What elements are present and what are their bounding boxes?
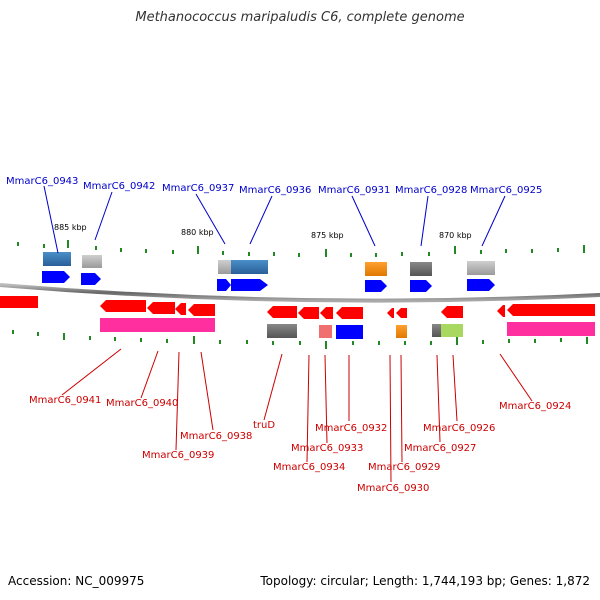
forward-feature-blocks: [43, 252, 495, 276]
gene-label-mmarc6-0928[interactable]: MmarC6_0928: [395, 185, 467, 196]
reverse-feature-blocks: [100, 318, 595, 339]
bottom-tick-marks: [12, 330, 588, 349]
gene-label-mmarc6-0940[interactable]: MmarC6_0940: [106, 398, 178, 409]
accession-info: Accession: NC_009975: [8, 574, 145, 588]
gene-label-mmarc6-0941[interactable]: MmarC6_0941: [29, 395, 101, 406]
gene-label-mmarc6-0937[interactable]: MmarC6_0937: [162, 183, 234, 194]
gene-label-mmarc6-0924[interactable]: MmarC6_0924: [499, 401, 571, 412]
gene-label-trud[interactable]: truD: [253, 420, 275, 431]
gene-label-mmarc6-0933[interactable]: MmarC6_0933: [291, 443, 363, 454]
gene-label-mmarc6-0938[interactable]: MmarC6_0938: [180, 431, 252, 442]
gene-label-mmarc6-0936[interactable]: MmarC6_0936: [239, 185, 311, 196]
top-tick-marks: [17, 240, 585, 257]
gene-label-mmarc6-0931[interactable]: MmarC6_0931: [318, 185, 390, 196]
scale-label-880: 880 kbp: [181, 228, 214, 237]
gene-label-mmarc6-0925[interactable]: MmarC6_0925: [470, 185, 542, 196]
gene-label-mmarc6-0927[interactable]: MmarC6_0927: [404, 443, 476, 454]
map-title: Methanococcus maripaludis C6, complete g…: [135, 10, 465, 25]
scale-label-875: 875 kbp: [311, 231, 344, 240]
reverse-gene-arrows: [0, 296, 595, 319]
forward-gene-arrows: [42, 271, 495, 292]
scale-label-885: 885 kbp: [54, 223, 87, 232]
gene-label-mmarc6-0932[interactable]: MmarC6_0932: [315, 423, 387, 434]
gene-label-mmarc6-0942[interactable]: MmarC6_0942: [83, 181, 155, 192]
bottom-leader-lines: [61, 348, 533, 483]
genome-backbone: [0, 283, 600, 303]
topology-info: Topology: circular; Length: 1,744,193 bp…: [260, 574, 590, 588]
scale-label-870: 870 kbp: [439, 231, 472, 240]
gene-label-mmarc6-0926[interactable]: MmarC6_0926: [423, 423, 495, 434]
gene-label-mmarc6-0934[interactable]: MmarC6_0934: [273, 462, 345, 473]
gene-label-mmarc6-0930[interactable]: MmarC6_0930: [357, 483, 429, 494]
gene-label-mmarc6-0943[interactable]: MmarC6_0943: [6, 176, 78, 187]
gene-label-mmarc6-0929[interactable]: MmarC6_0929: [368, 462, 440, 473]
gene-label-mmarc6-0939[interactable]: MmarC6_0939: [142, 450, 214, 461]
top-leader-lines: [43, 185, 506, 254]
